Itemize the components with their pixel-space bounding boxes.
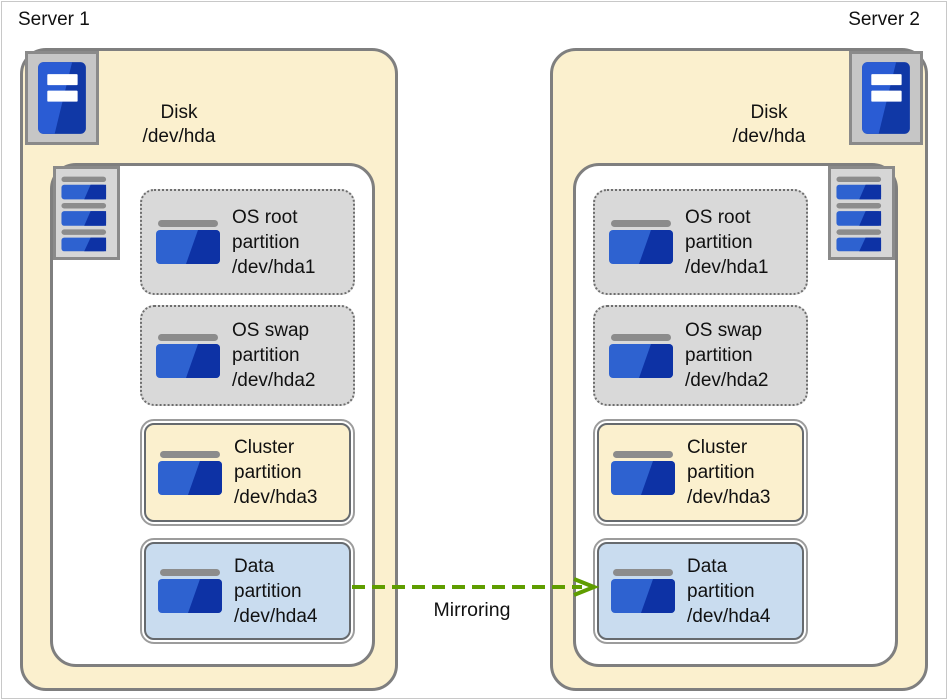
disk-stack-icon-art [836,176,882,252]
partition-cluster: Cluster partition /dev/hda3 [140,419,355,526]
partition-icon [609,333,673,378]
partition-text: Data partition /dev/hda4 [234,555,318,627]
server-2-label: Server 2 [848,9,920,30]
disk-label-line1: Disk [750,102,788,123]
partition-icon [609,220,673,264]
disk-label: Disk /dev/hda [99,101,259,149]
disk-label-line1: Disk [160,102,198,123]
partition-icon [158,569,222,613]
disk-label-line2: /dev/hda [142,126,216,147]
partition-text: Data partition /dev/hda4 [687,555,771,627]
partition-os-root: OS root partition /dev/hda1 [140,189,355,295]
server-1-label: Server 1 [18,9,90,30]
partition-data: Data partition /dev/hda4 [140,538,355,644]
partition-icon [611,569,675,613]
partition-data: Data partition /dev/hda4 [593,538,808,644]
partition-text: OS root partition /dev/hda1 [232,206,316,278]
partition-os-swap: OS swap partition /dev/hda2 [140,305,355,406]
partition-cluster: Cluster partition /dev/hda3 [593,419,808,526]
partition-text: Cluster partition /dev/hda3 [687,437,771,508]
partition-text: OS root partition /dev/hda1 [685,206,769,278]
partition-icon [611,450,675,495]
server-tower-icon [849,51,923,145]
mirroring-arrow [352,577,600,597]
partition-icon [156,333,220,378]
partition-os-root: OS root partition /dev/hda1 [593,189,808,295]
partition-text: OS swap partition /dev/hda2 [685,320,769,391]
disk-stack-icon [828,166,895,260]
partition-text: Cluster partition /dev/hda3 [234,437,318,508]
server-2-disk-box: Disk /dev/hda [550,48,928,691]
server-2-partition-container: OS root partition /dev/hda1 [573,163,898,667]
partition-os-swap: OS swap partition /dev/hda2 [593,305,808,406]
disk-label-line2: /dev/hda [732,126,806,147]
partition-text: OS swap partition /dev/hda2 [232,320,316,391]
disk-stack-icon-art [61,176,107,252]
server-1-disk-box: Disk /dev/hda [20,48,398,691]
server-tower-icon-art [38,62,86,134]
disk-label: Disk /dev/hda [689,101,849,149]
server-tower-icon [25,51,99,145]
partition-icon [158,450,222,495]
server-1-partition-container: OS root partition /dev/hda1 [50,163,375,667]
disk-stack-icon [53,166,120,260]
server-tower-icon-art [862,62,910,134]
partition-icon [156,220,220,264]
mirroring-label: Mirroring [433,599,511,621]
